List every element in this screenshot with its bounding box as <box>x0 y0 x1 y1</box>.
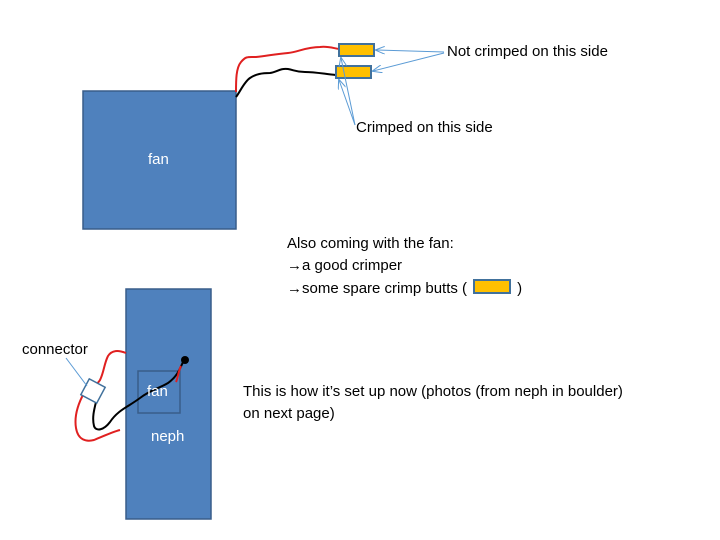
notes-item2-suffix: ) <box>517 280 523 297</box>
connector-label: connector <box>22 341 88 358</box>
notes-item-crimper: →a good crimper <box>287 255 402 277</box>
callout-arrow-crimped-2 <box>339 80 356 126</box>
crimp-butt-bottom <box>335 65 372 79</box>
connector-shape <box>79 377 107 405</box>
red-wire <box>235 45 340 93</box>
notes-item-crimp-butts: →some spare crimp butts () <box>287 278 522 300</box>
crimp-butt-icon <box>473 279 512 294</box>
fan-box <box>82 90 237 230</box>
arrow-glyph: → <box>287 257 302 274</box>
notes-item1-text: a good crimper <box>302 257 403 274</box>
wire-end-cap <box>181 356 189 364</box>
connector-callout-line <box>65 357 88 387</box>
fan-label: fan <box>148 151 169 168</box>
callout-crimped: Crimped on this side <box>356 119 493 136</box>
callout-not-crimped: Not crimped on this side <box>447 43 608 60</box>
setup-description: This is how it’s set up now (photos (fro… <box>243 383 623 422</box>
arrow-glyph: → <box>287 280 302 297</box>
callout-arrow-not-crimped-2 <box>373 52 445 71</box>
neph-label: neph <box>151 428 185 445</box>
callout-arrow-not-crimped-1 <box>376 50 445 52</box>
notes-item2-prefix: some spare crimp butts ( <box>302 280 468 297</box>
small-fan-label: fan <box>147 383 168 400</box>
callout-arrow-crimped-1 <box>341 58 356 126</box>
crimp-butt-top <box>338 43 375 57</box>
black-wire <box>235 67 337 98</box>
neph-black-wire <box>92 359 185 431</box>
notes-heading: Also coming with the fan: <box>287 235 454 252</box>
